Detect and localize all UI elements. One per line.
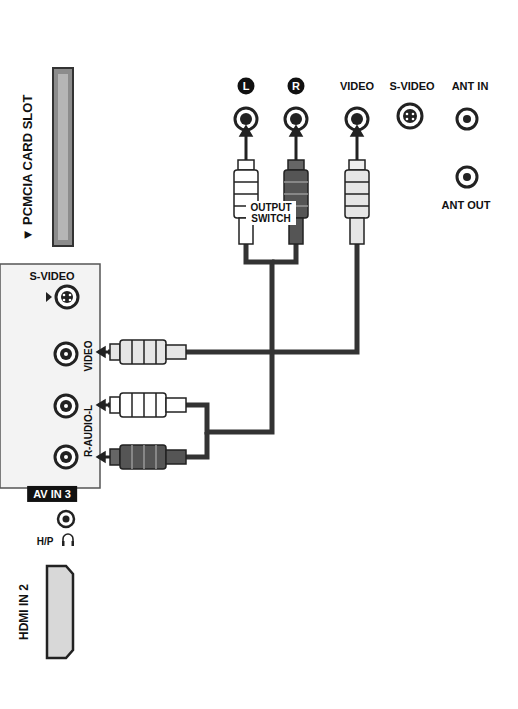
rca-plug <box>284 126 308 244</box>
source-device-panel: L R VIDEO S-VIDEO ANT IN OUTPUT SWITCH ANT OUT <box>182 57 516 240</box>
s-video-jack <box>46 286 78 308</box>
jack-label: S-VIDEO <box>389 80 434 92</box>
channel-badge: R <box>288 78 305 95</box>
pcmcia-slot <box>53 68 73 246</box>
port-label: HDMI IN 2 <box>18 584 31 640</box>
rca-plug <box>97 340 186 364</box>
rca-plug <box>234 126 258 244</box>
port-label: VIDEO <box>83 340 94 371</box>
headphone-jack <box>58 511 74 546</box>
jack-label: OUTPUT SWITCH <box>246 201 296 225</box>
rca-plug <box>345 126 369 244</box>
channel-badge: L <box>238 78 255 95</box>
jack-label: ANT IN <box>452 80 489 92</box>
av-cable <box>108 240 272 432</box>
s-video-jack <box>398 104 422 128</box>
audio-cable-branch <box>185 240 296 457</box>
port-label: S-VIDEO <box>29 270 74 282</box>
port-label: R-AUDIO-L <box>83 405 94 457</box>
av-section <box>0 264 100 488</box>
port-label: H/P <box>37 536 54 547</box>
rca-jack <box>55 343 77 468</box>
rca-plug <box>97 445 186 469</box>
hdmi-port <box>47 566 73 658</box>
rca-plug <box>97 393 186 417</box>
av-cable <box>108 240 357 352</box>
port-label: AV IN 3 <box>27 486 77 502</box>
port-label: ▼ PCMCIA CARD SLOT <box>21 95 35 242</box>
jack-label: VIDEO <box>340 80 374 92</box>
jack-label: ANT OUT <box>442 199 491 211</box>
tv-side-panel: ▼ PCMCIA CARD SLOT S-VIDEO VIDEO R-AUDIO-L A… <box>0 0 108 690</box>
